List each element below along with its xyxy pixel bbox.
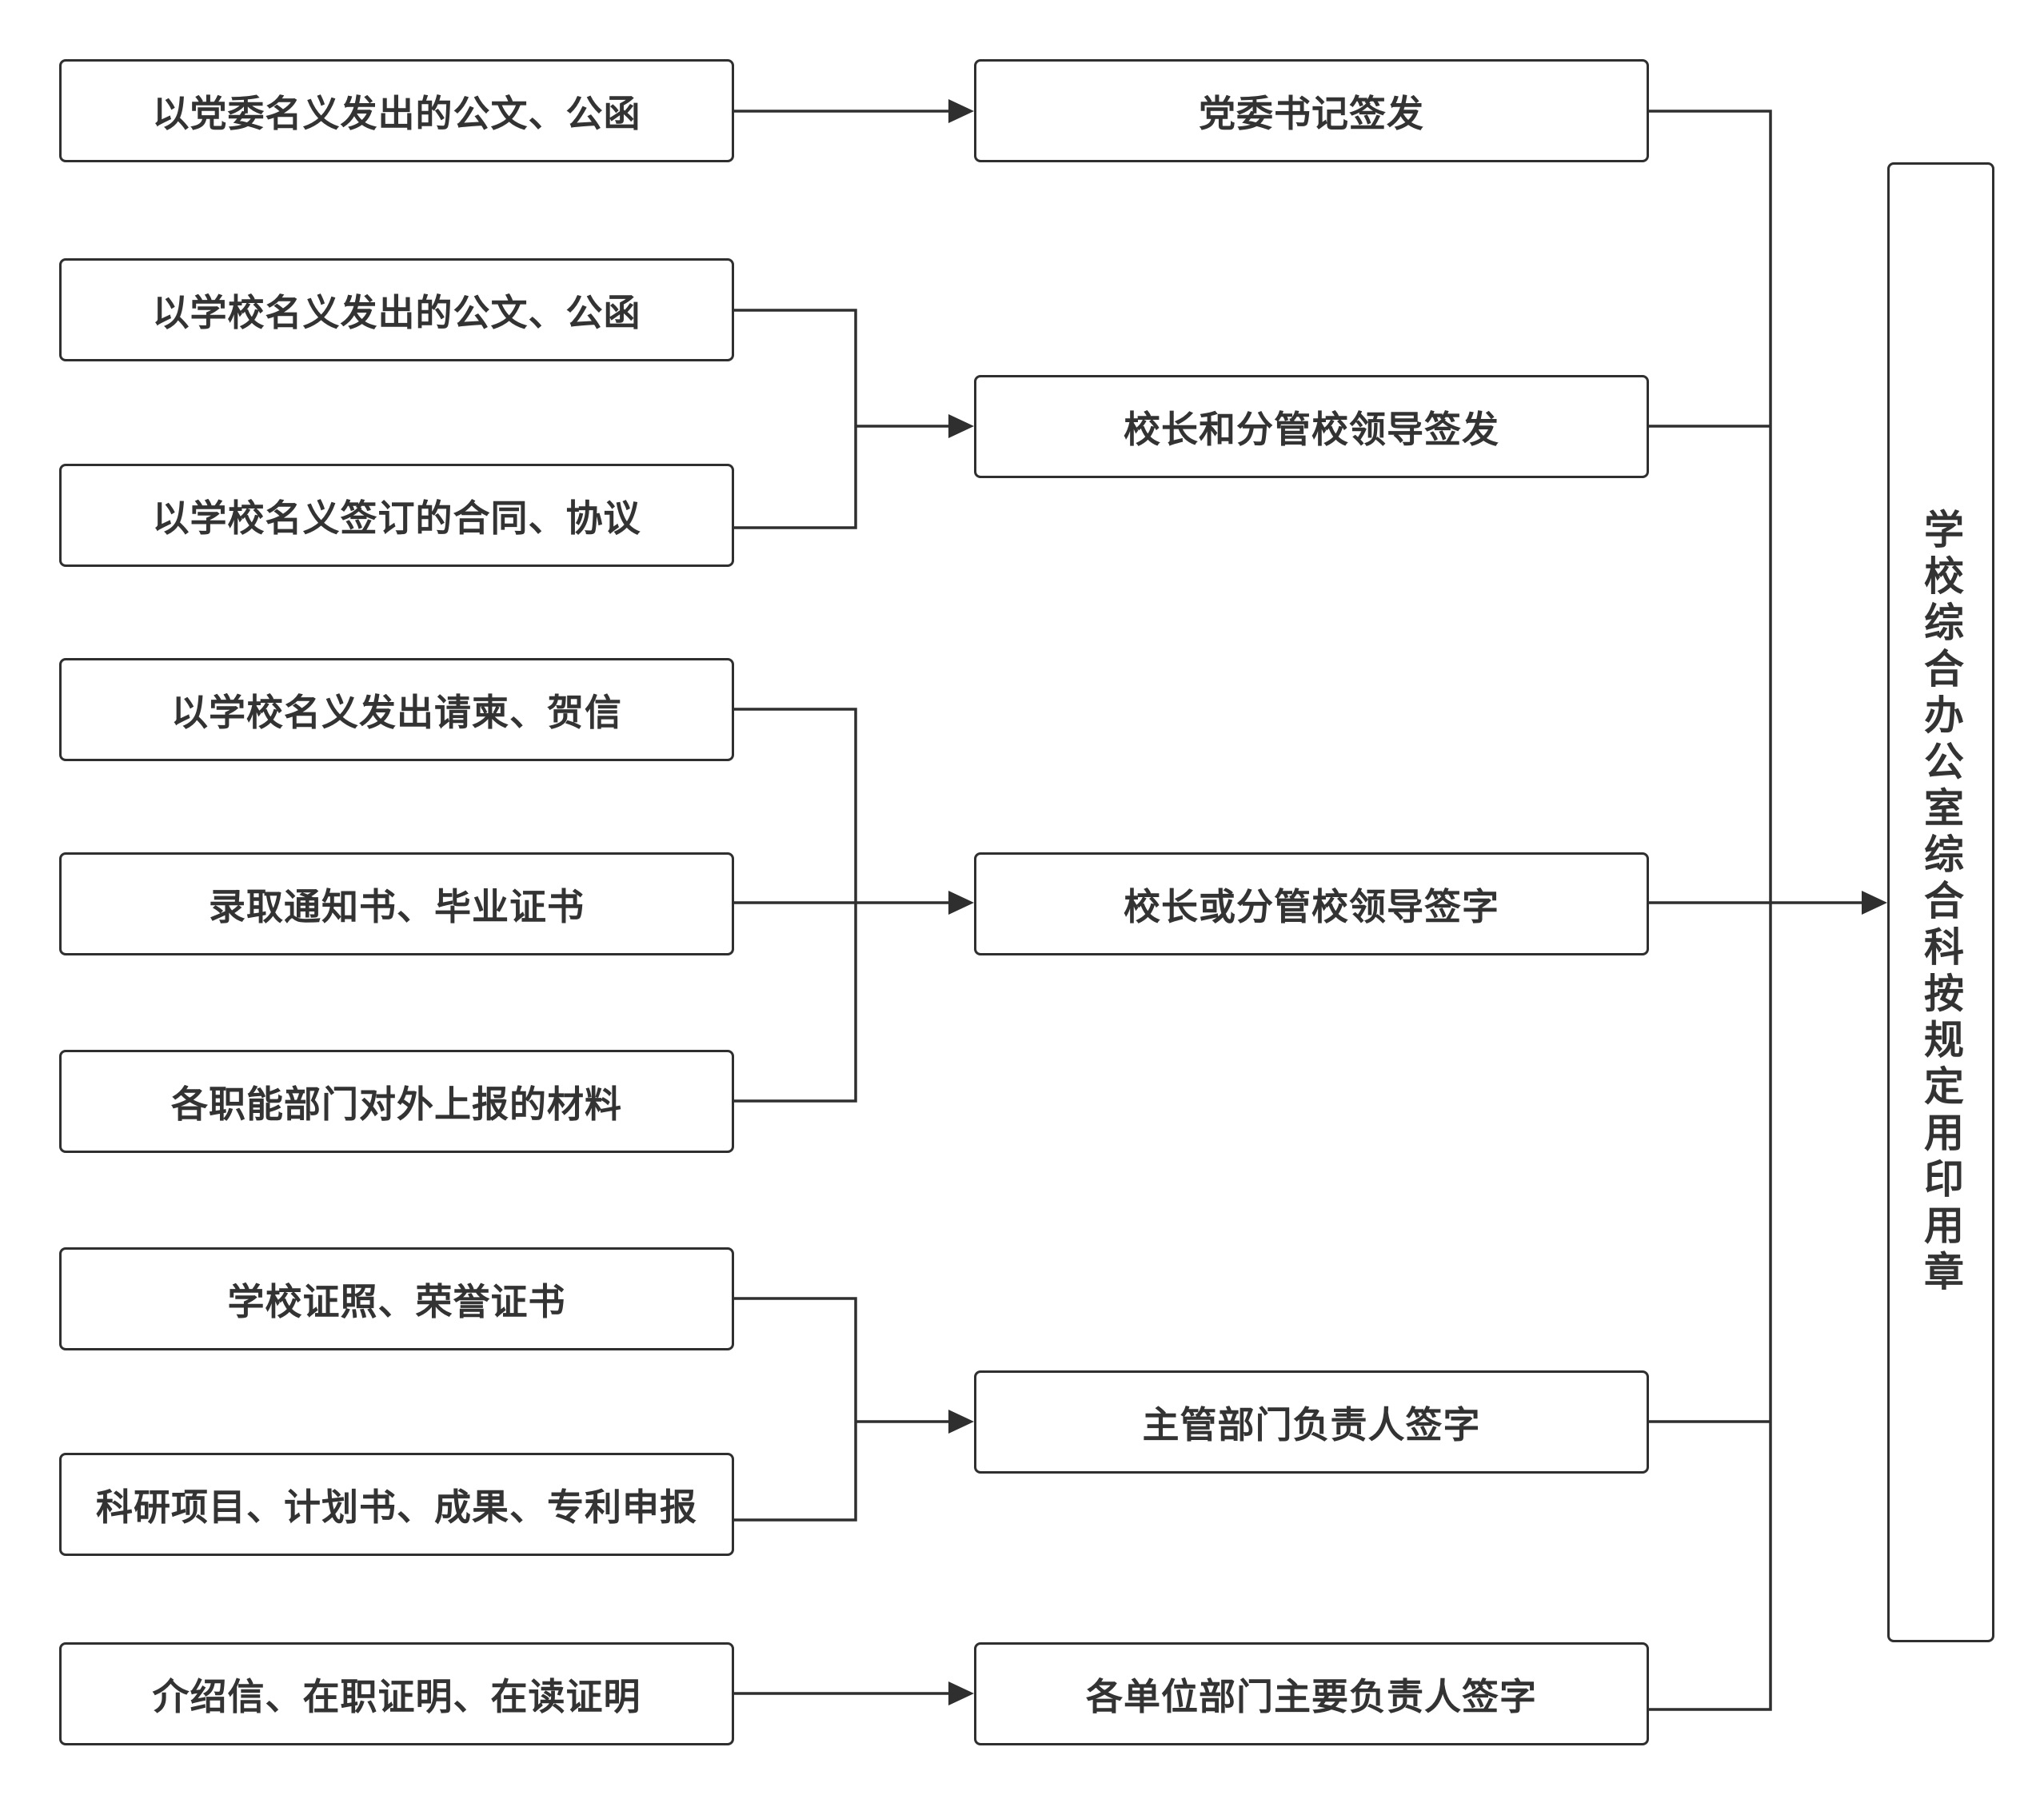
source-box-certificates: 录取通知书、毕业证书 <box>59 852 734 955</box>
source-box-invitations: 以学校名义发出请柬、贺信 <box>59 658 734 761</box>
arrowhead-a3 <box>948 891 974 915</box>
connector-a1-bus <box>1649 110 1772 1711</box>
target-label: 学校综合办公室综合科按规定用印用章 <box>1918 508 1965 1297</box>
source-box-external-reports: 各职能部门对外上报的材料 <box>59 1050 734 1153</box>
source-label: 以学校名义发出的公文、公函 <box>152 290 641 334</box>
source-box-licenses-honors: 学校证照、荣誉证书 <box>59 1247 734 1350</box>
target-box-general-office: 学校综合办公室综合科按规定用印用章 <box>1887 162 1994 1642</box>
arrowhead-a5 <box>948 1681 974 1705</box>
source-box-research: 科研项目、计划书、成果、专利申报 <box>59 1453 734 1556</box>
source-box-school-contracts: 以学校名义签订的合同、协议 <box>59 464 734 567</box>
source-box-party-documents: 以党委名义发出的公文、公函 <box>59 59 734 162</box>
approval-label: 校长和分管校领导签发 <box>1124 407 1499 451</box>
source-label: 以学校名义签订的合同、协议 <box>152 496 641 540</box>
source-label: 学校证照、荣誉证书 <box>227 1279 566 1323</box>
approval-label: 主管部门负责人签字 <box>1142 1402 1481 1446</box>
approval-box-party-secretary: 党委书记签发 <box>974 59 1649 162</box>
arrowhead-a4 <box>948 1410 974 1434</box>
source-label: 科研项目、计划书、成果、专利申报 <box>96 1485 697 1529</box>
approval-label: 校长或分管校领导签字 <box>1124 884 1499 928</box>
arrowhead-a1 <box>948 99 974 123</box>
connector-s4-s6-merge <box>734 708 857 1103</box>
approval-label: 各单位部门主要负责人签字 <box>1086 1674 1537 1718</box>
source-label: 以党委名义发出的公文、公函 <box>152 91 641 135</box>
approval-box-dept-head: 主管部门负责人签字 <box>974 1370 1649 1474</box>
approval-label: 党委书记签发 <box>1199 91 1424 135</box>
source-label: 以学校名义发出请柬、贺信 <box>171 690 622 734</box>
arrowhead-target <box>1862 891 1887 915</box>
approval-box-unit-head: 各单位部门主要负责人签字 <box>974 1642 1649 1745</box>
source-box-proof-letters: 介绍信、在职证明、在读证明 <box>59 1642 734 1745</box>
source-label: 各职能部门对外上报的材料 <box>171 1082 622 1126</box>
source-box-school-documents: 以学校名义发出的公文、公函 <box>59 258 734 361</box>
approval-box-president-signature: 校长或分管校领导签字 <box>974 852 1649 955</box>
connector-s2-merge <box>734 309 857 529</box>
source-label: 介绍信、在职证明、在读证明 <box>152 1674 641 1718</box>
approval-box-president-signoff: 校长和分管校领导签发 <box>974 375 1649 478</box>
arrowhead-a2 <box>948 414 974 438</box>
source-label: 录取通知书、毕业证书 <box>209 884 585 928</box>
connector-s7-s8-merge <box>734 1297 857 1522</box>
